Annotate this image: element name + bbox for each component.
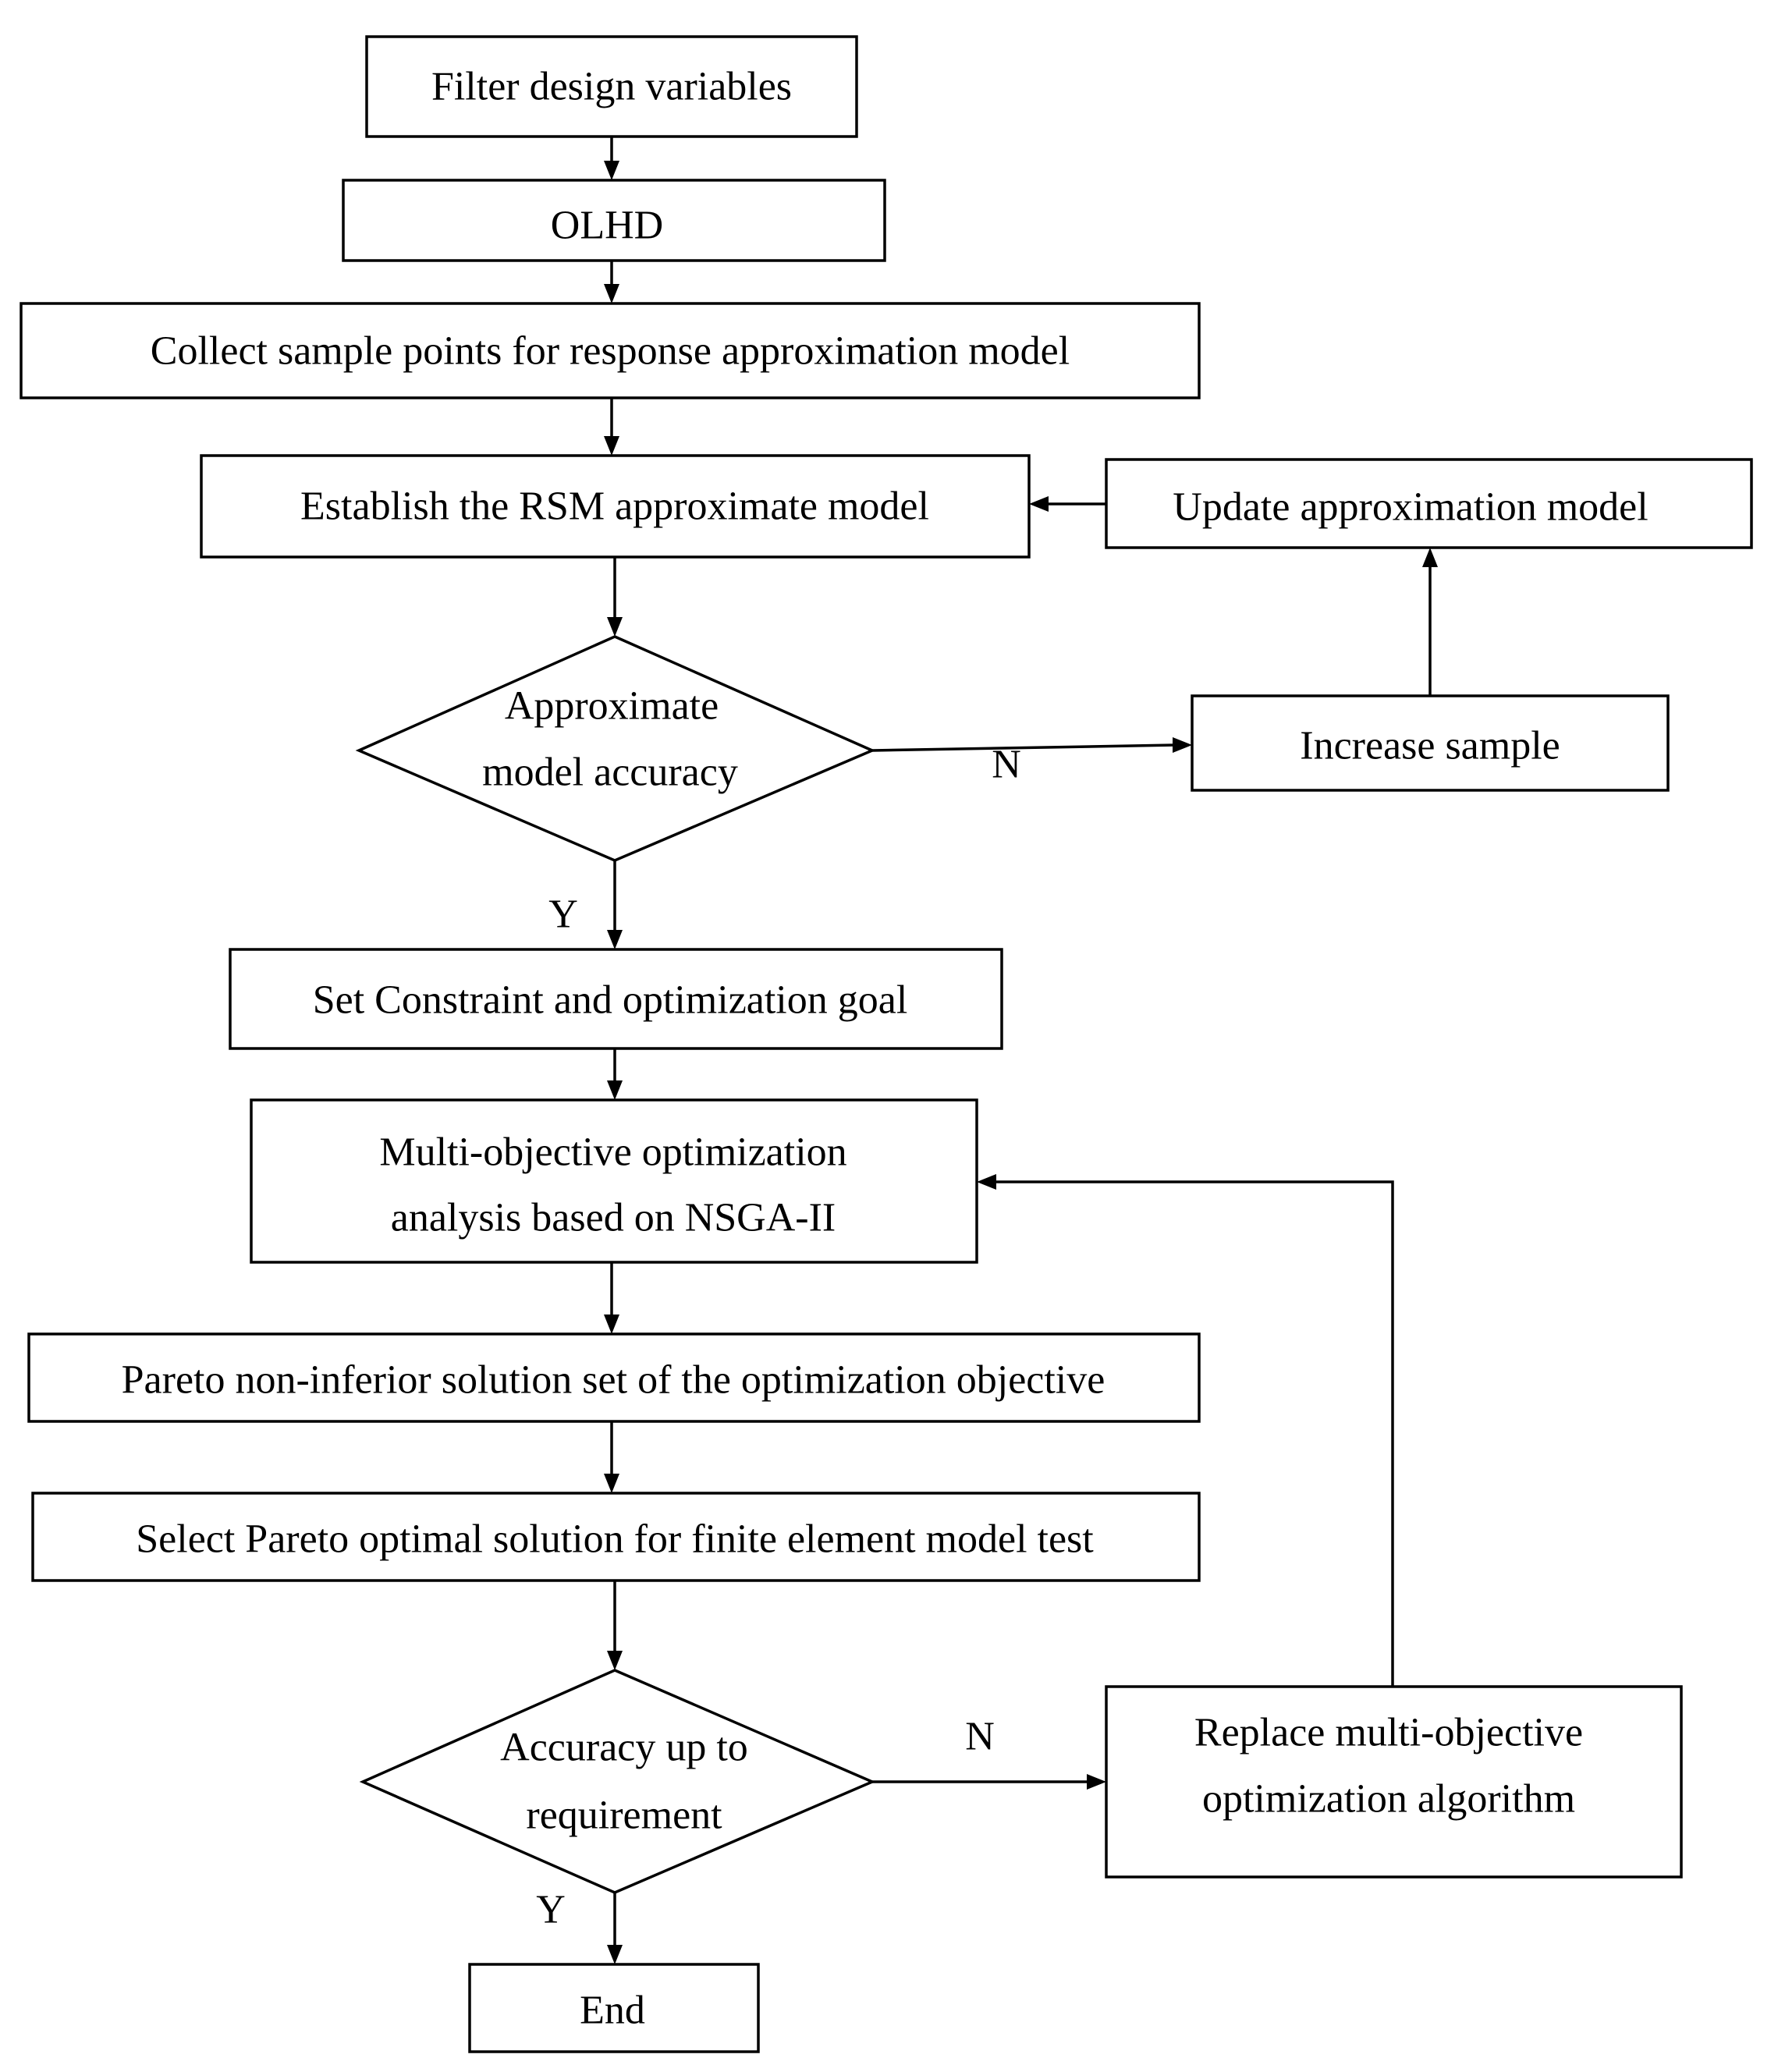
arrow-olhd-to-collect: [604, 261, 619, 303]
node-set-constraint: Set Constraint and optimization goal: [229, 948, 1003, 1050]
arrow-decision2-yes-to-end: [607, 1893, 623, 1964]
node-label-line2: analysis based on NSGA-II: [391, 1196, 836, 1240]
node-label-line1: Replace multi-objective: [1194, 1711, 1583, 1755]
node-end: End: [468, 1963, 760, 2053]
node-establish-rsm-model: Establish the RSM approximate model: [200, 454, 1031, 559]
node-label: Select Pareto optimal solution for finit…: [136, 1517, 1094, 1562]
arrow-increase-to-update: [1422, 548, 1438, 696]
node-label: Set Constraint and optimization goal: [313, 978, 908, 1023]
arrow-nsga-to-pareto-set: [604, 1262, 619, 1334]
arrow-pareto-set-to-select: [604, 1421, 619, 1493]
decision-approximate-model-accuracy: Approximate model accuracy: [355, 635, 876, 862]
decision-label-line1: Accuracy up to: [500, 1726, 748, 1770]
arrow-decision1-yes-to-constraint: [607, 860, 623, 949]
node-filter-design-variables: Filter design variables: [365, 35, 858, 138]
arrow-filter-to-olhd: [604, 137, 619, 180]
arrow-collect-to-establish: [604, 398, 619, 456]
node-replace-algorithm: Replace multi-objective optimization alg…: [1105, 1685, 1683, 1879]
decision-label-line2: requirement: [526, 1793, 722, 1838]
node-olhd: OLHD: [342, 179, 886, 262]
arrow-decision2-no-to-replace: [872, 1774, 1106, 1790]
arrow-decision1-no-to-increase: [871, 737, 1192, 753]
node-label: Filter design variables: [431, 65, 792, 109]
edge-label-decision1-yes: Y: [548, 892, 578, 937]
node-select-pareto-optimal: Select Pareto optimal solution for finit…: [31, 1492, 1201, 1582]
arrow-select-to-decision2: [607, 1581, 623, 1670]
node-label: Collect sample points for response appro…: [151, 329, 1070, 374]
node-label: End: [580, 1989, 645, 2033]
edge-label-decision2-no: N: [965, 1715, 995, 1759]
decision-label-line2: model accuracy: [482, 750, 738, 795]
decision-accuracy-requirement: Accuracy up to requirement: [359, 1669, 876, 1894]
node-label: Establish the RSM approximate model: [300, 484, 929, 529]
arrow-constraint-to-nsga: [607, 1048, 623, 1100]
node-label: Increase sample: [1300, 724, 1560, 768]
decision-label-line1: Approximate: [505, 684, 719, 729]
arrow-replace-to-nsga: [977, 1174, 1394, 1687]
node-label-line2: optimization algorithm: [1202, 1777, 1575, 1822]
node-update-approximation-model: Update approximation model: [1105, 458, 1753, 549]
node-increase-sample: Increase sample: [1191, 694, 1670, 792]
arrow-establish-to-decision1: [607, 557, 623, 637]
edge-label-decision1-no: N: [992, 743, 1021, 787]
node-collect-sample-points: Collect sample points for response appro…: [20, 302, 1201, 399]
node-label: Pareto non-inferior solution set of the …: [122, 1358, 1105, 1403]
node-label: Update approximation model: [1173, 485, 1648, 530]
node-label: OLHD: [551, 204, 663, 248]
node-label-line1: Multi-objective optimization: [379, 1130, 846, 1175]
node-pareto-solution-set: Pareto non-inferior solution set of the …: [27, 1332, 1201, 1423]
edge-label-decision2-yes: Y: [536, 1888, 566, 1932]
node-nsga-ii-analysis: Multi-objective optimization analysis ba…: [250, 1098, 978, 1264]
arrow-update-to-establish: [1029, 496, 1106, 512]
